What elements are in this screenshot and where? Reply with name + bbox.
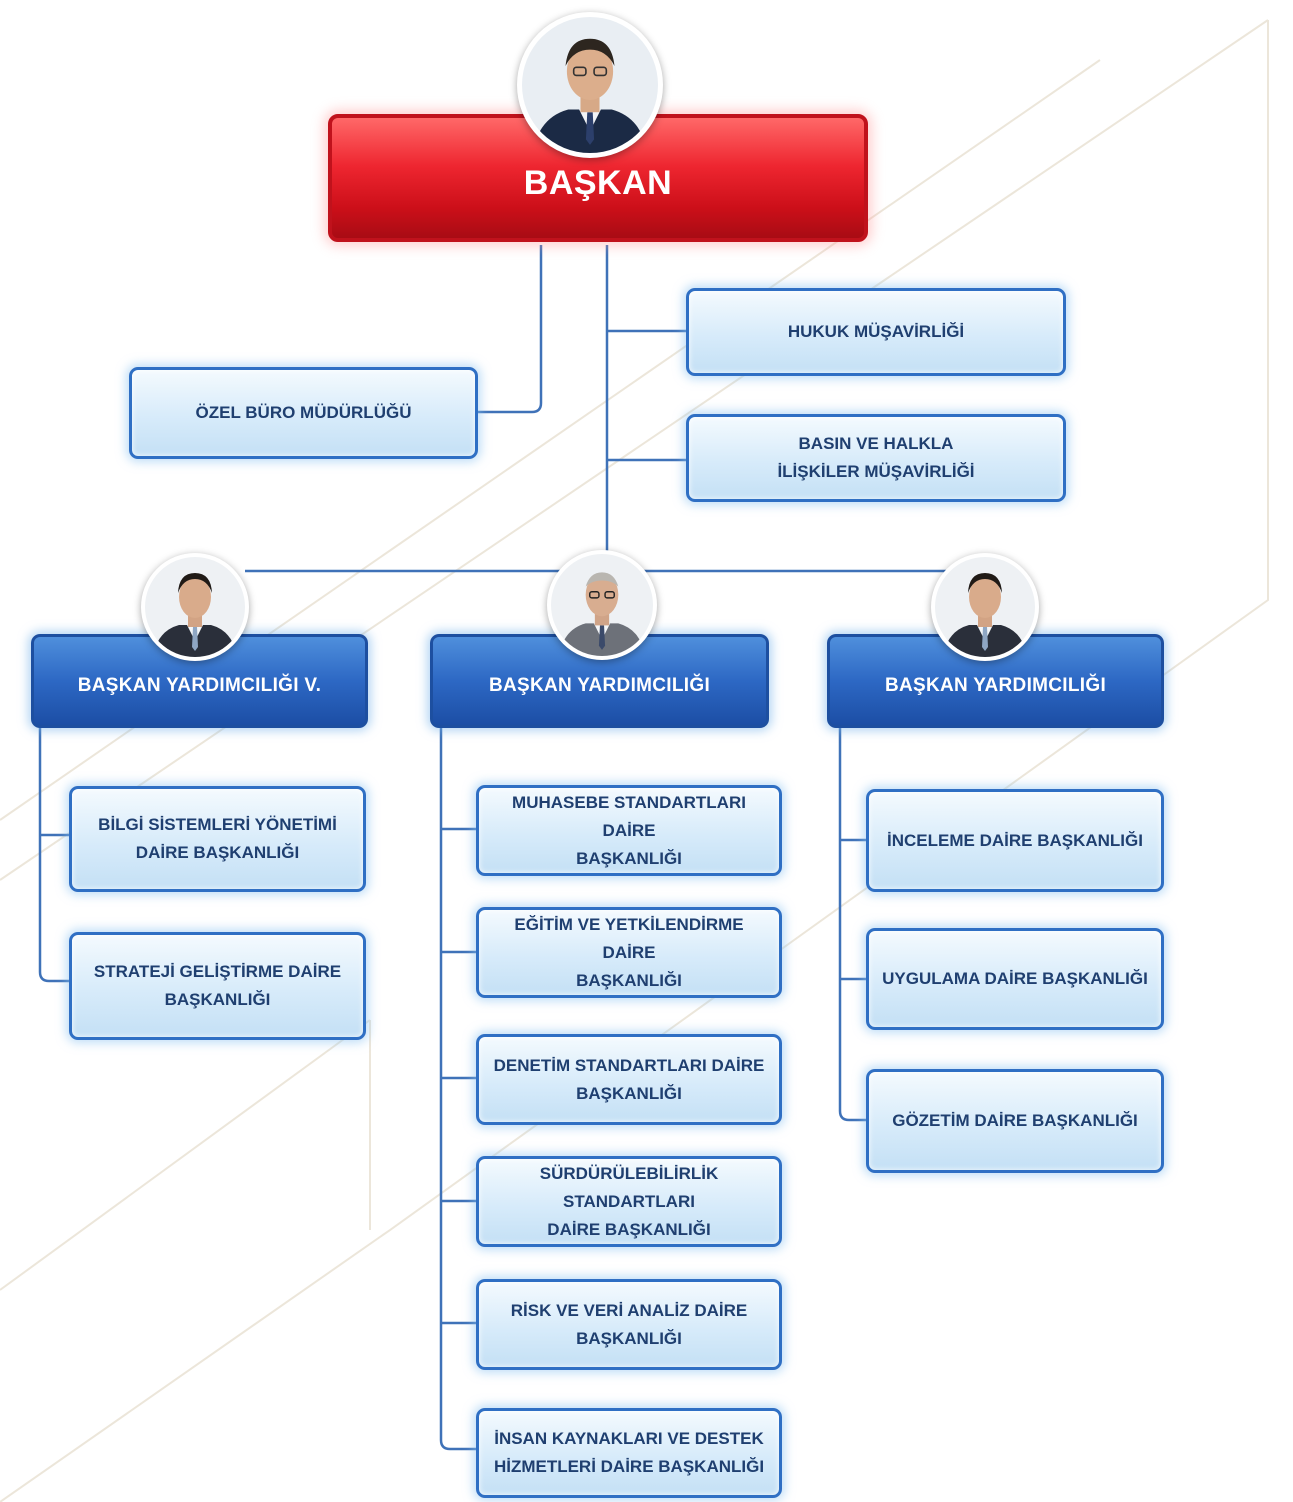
department-box: SÜRDÜRÜLEBİLİRLİK STANDARTLARI DAİRE BAŞ… [476, 1156, 782, 1247]
department-box: GÖZETİM DAİRE BAŞKANLIĞI [866, 1069, 1164, 1173]
department-box: İNCELEME DAİRE BAŞKANLIĞI [866, 789, 1164, 892]
ozel-buro-label: ÖZEL BÜRO MÜDÜRLÜĞÜ [195, 403, 412, 422]
basin-box: BASIN VE HALKLA İLİŞKİLER MÜŞAVİRLİĞİ [686, 414, 1066, 502]
department-box: EĞİTİM VE YETKİLENDİRME DAİRE BAŞKANLIĞI [476, 907, 782, 998]
department-box: İNSAN KAYNAKLARI VE DESTEK HİZMETLERİ DA… [476, 1408, 782, 1498]
department-box: UYGULAMA DAİRE BAŞKANLIĞI [866, 928, 1164, 1030]
president-title: BAŞKAN [523, 163, 673, 202]
department-box: BİLGİ SİSTEMLERİ YÖNETİMİ DAİRE BAŞKANLI… [69, 786, 366, 892]
vice-president-title-3: BAŞKAN YARDIMCILIĞI [884, 675, 1107, 696]
basin-label: BASIN VE HALKLA İLİŞKİLER MÜŞAVİRLİĞİ [777, 434, 975, 481]
president-avatar [517, 12, 663, 158]
department-label: İNSAN KAYNAKLARI VE DESTEK HİZMETLERİ DA… [493, 1429, 765, 1476]
department-label: DENETİM STANDARTLARI DAİRE BAŞKANLIĞI [493, 1055, 765, 1103]
department-label: UYGULAMA DAİRE BAŞKANLIĞI [882, 969, 1148, 988]
department-label: SÜRDÜRÜLEBİLİRLİK STANDARTLARI DAİRE BAŞ… [539, 1163, 719, 1239]
hukuk-box: HUKUK MÜŞAVİRLİĞİ [686, 288, 1066, 376]
department-label: STRATEJİ GELİŞTİRME DAİRE BAŞKANLIĞI [93, 962, 342, 1009]
department-label: EĞİTİM VE YETKİLENDİRME DAİRE BAŞKANLIĞI [514, 914, 744, 990]
department-box: RİSK VE VERİ ANALİZ DAİRE BAŞKANLIĞI [476, 1279, 782, 1370]
connector-lines [38, 245, 987, 1451]
department-label: BİLGİ SİSTEMLERİ YÖNETİMİ DAİRE BAŞKANLI… [98, 815, 337, 862]
department-label: GÖZETİM DAİRE BAŞKANLIĞI [892, 1111, 1138, 1130]
vice-president-title-2: BAŞKAN YARDIMCILIĞI [488, 675, 711, 696]
department-label: MUHASEBE STANDARTLARI DAİRE BAŞKANLIĞI [512, 792, 746, 868]
department-label: RİSK VE VERİ ANALİZ DAİRE BAŞKANLIĞI [510, 1300, 748, 1348]
vice-president-avatar-2 [547, 550, 657, 660]
vice-president-avatar-3 [931, 553, 1039, 661]
department-label: İNCELEME DAİRE BAŞKANLIĞI [887, 830, 1143, 850]
president-box: BAŞKAN [328, 114, 868, 242]
hukuk-label: HUKUK MÜŞAVİRLİĞİ [787, 322, 965, 341]
department-box: MUHASEBE STANDARTLARI DAİRE BAŞKANLIĞI [476, 785, 782, 876]
department-box: STRATEJİ GELİŞTİRME DAİRE BAŞKANLIĞI [69, 932, 366, 1040]
department-box: DENETİM STANDARTLARI DAİRE BAŞKANLIĞI [476, 1034, 782, 1125]
vice-president-title-1: BAŞKAN YARDIMCILIĞI V. [77, 675, 322, 696]
ozel-buro-box: ÖZEL BÜRO MÜDÜRLÜĞÜ [129, 367, 478, 459]
vice-president-avatar-1 [141, 553, 249, 661]
vice-president-box-1: BAŞKAN YARDIMCILIĞI V. [31, 634, 368, 728]
